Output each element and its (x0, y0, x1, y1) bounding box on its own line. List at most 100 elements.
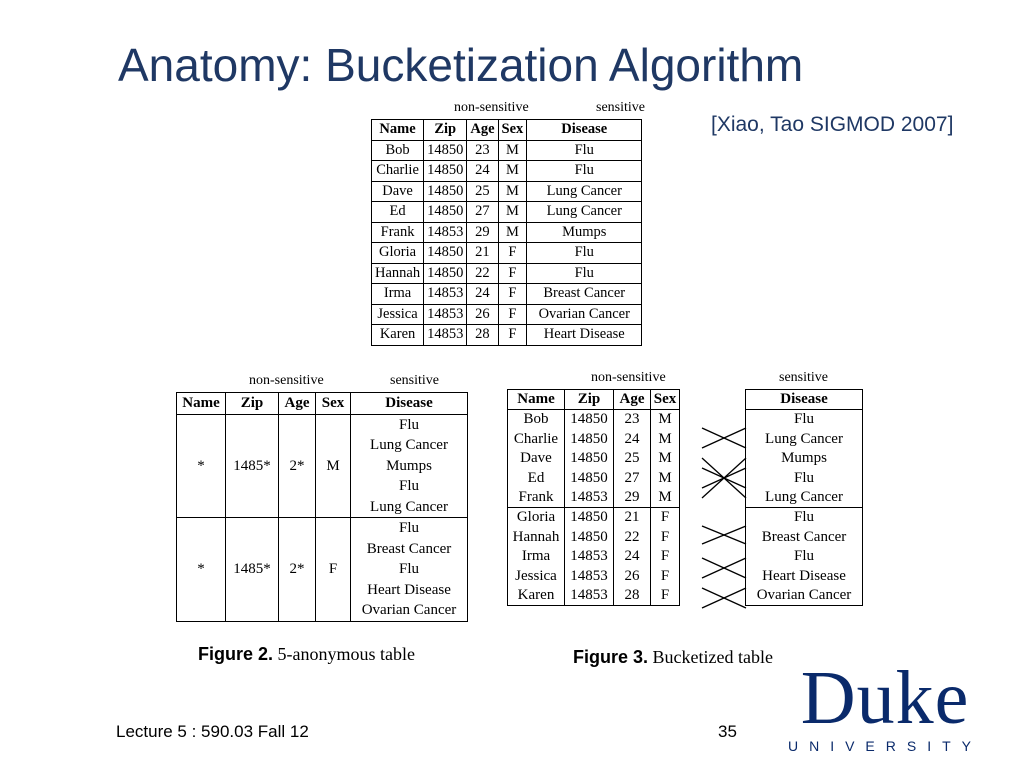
cell-sex: M (497, 180, 528, 202)
cell-sex: M (497, 221, 528, 243)
cell-zip: 14850 (423, 262, 468, 284)
cell-age: 21 (466, 242, 499, 264)
fig3-cell-zip: 14850 (564, 409, 614, 430)
fig3-qi-header-row: Name Zip Age Sex (507, 388, 680, 411)
col-sex: Sex (497, 119, 528, 141)
fig2-cell-disease: Lung Cancer (350, 496, 468, 518)
fig3-cell-sex: F (650, 507, 680, 528)
fig2-cell-disease: Mumps (350, 455, 468, 476)
fig2-cell-zip: 1485* (225, 413, 279, 518)
table-row: Flu (745, 507, 863, 528)
table-row: Heart Disease (177, 579, 468, 600)
fig2-caption: Figure 2. 5-anonymous table (198, 644, 415, 665)
fig2-cell-sex: M (315, 413, 351, 518)
fig3-cell-disease: Lung Cancer (745, 429, 863, 450)
fig3-cell-disease: Flu (745, 507, 863, 528)
cell-sex: F (497, 324, 528, 346)
fig3-cell-disease: Ovarian Cancer (745, 586, 863, 607)
fig3-cell-name: Bob (507, 409, 565, 430)
fig3-cell-zip: 14850 (564, 468, 614, 489)
fig3-cell-zip: 14850 (564, 429, 614, 450)
cell-disease: Flu (526, 242, 643, 264)
fig2-cell-name: * (176, 517, 226, 622)
fig3-cell-name: Dave (507, 449, 565, 469)
slide-title: Anatomy: Bucketization Algorithm (118, 39, 804, 91)
fig3-cell-sex: M (650, 488, 680, 508)
fig3-cell-name: Irma (507, 547, 565, 567)
logo-word: Duke (800, 656, 970, 740)
fig3-cell-age: 24 (613, 547, 651, 567)
fig3-shuffle-lines (701, 427, 747, 609)
table-row: Breast Cancer (177, 538, 468, 559)
cell-name: Dave (370, 180, 425, 202)
table-row: Lung Cancer (745, 488, 863, 508)
cell-sex: M (497, 160, 528, 182)
cell-name: Gloria (370, 242, 425, 264)
table-row: Ovarian Cancer (177, 600, 468, 622)
cell-zip: 14850 (423, 139, 468, 161)
fig3-sensitive-header-row: Disease (745, 388, 863, 411)
fig3-cell-disease: Heart Disease (745, 566, 863, 587)
cell-age: 26 (466, 303, 499, 325)
fig3-caption: Figure 3. Bucketized table (573, 647, 773, 668)
col-zip: Zip (423, 119, 468, 141)
fig3-cell-disease: Flu (745, 468, 863, 489)
cell-age: 22 (466, 262, 499, 284)
cell-sex: M (497, 201, 528, 223)
top-sensitive-header: sensitive (596, 100, 645, 115)
fig3-cell-zip: 14853 (564, 488, 614, 508)
fig2-cell-disease: Flu (350, 413, 468, 435)
fig2-caption-label: Figure 2. (198, 644, 274, 664)
fig2-cell-age: 2* (278, 517, 316, 622)
fig2-cell-disease: Breast Cancer (350, 538, 468, 559)
top-table-header-row: Name Zip Age Sex Disease (370, 119, 643, 141)
cell-age: 27 (466, 201, 499, 223)
fig3-cell-zip: 14850 (564, 527, 614, 548)
fig3-cell-name: Hannah (507, 527, 565, 548)
fig2-cell-disease: Ovarian Cancer (350, 600, 468, 622)
cell-zip: 14850 (423, 160, 468, 182)
table-row: Heart Disease (745, 566, 863, 587)
cell-disease: Lung Cancer (526, 201, 643, 223)
fig3-cell-age: 24 (613, 429, 651, 450)
cell-disease: Flu (526, 262, 643, 284)
table-row: Flu (177, 559, 468, 580)
fig3-col-disease: Disease (745, 388, 863, 411)
fig3-cell-name: Gloria (507, 507, 565, 528)
fig3-caption-text: Bucketized table (652, 647, 773, 667)
col-age: Age (466, 119, 499, 141)
fig2-cell-disease: Flu (350, 476, 468, 497)
fig2-col-sex: Sex (315, 392, 351, 415)
cell-disease: Mumps (526, 221, 643, 243)
fig3-cell-sex: M (650, 429, 680, 450)
cell-age: 25 (466, 180, 499, 202)
table-row: Flu (745, 409, 863, 430)
duke-logo: Duke UNIVERSITY (770, 658, 1000, 758)
cell-sex: M (497, 139, 528, 161)
fig3-cell-name: Ed (507, 468, 565, 489)
cell-name: Ed (370, 201, 425, 223)
fig3-cell-disease: Mumps (745, 449, 863, 469)
fig2-col-disease: Disease (350, 392, 468, 415)
cell-name: Hannah (370, 262, 425, 284)
fig3-cell-sex: F (650, 566, 680, 587)
cell-zip: 14853 (423, 221, 468, 243)
cell-disease: Lung Cancer (526, 180, 643, 202)
fig3-cell-age: 27 (613, 468, 651, 489)
cell-disease: Flu (526, 160, 643, 182)
fig3-cell-age: 29 (613, 488, 651, 508)
